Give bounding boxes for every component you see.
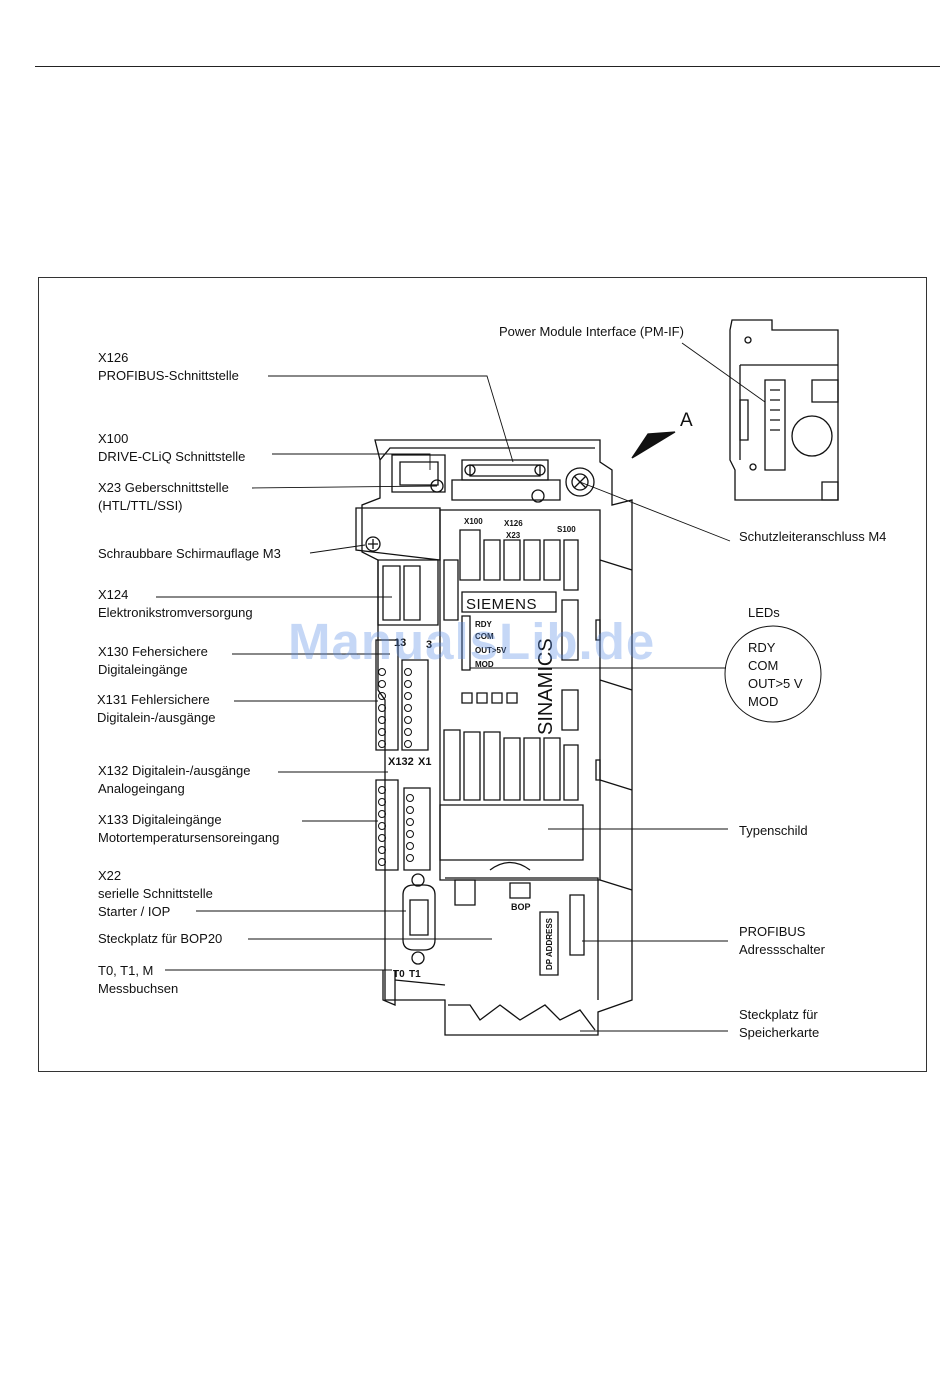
label-pm-interface: Power Module Interface (PM-IF) bbox=[499, 324, 684, 339]
label-leds: LEDs bbox=[748, 605, 780, 620]
watermark-text: ManualsLib.de bbox=[288, 613, 656, 670]
port-s100-label: S100 bbox=[557, 525, 576, 534]
x131-device-label: 3 bbox=[426, 639, 432, 651]
siemens-logo: SIEMENS bbox=[466, 596, 537, 613]
led-callout-circle bbox=[724, 625, 822, 723]
device-led-out: OUT>5V bbox=[475, 646, 507, 655]
sinamics-logo: SINAMICS bbox=[535, 638, 557, 735]
figure-frame bbox=[38, 277, 927, 1072]
bop-device-label: BOP bbox=[511, 902, 531, 912]
label-view-a: A bbox=[680, 410, 693, 431]
port-x100-label: X100 bbox=[464, 517, 483, 526]
label-x23: X23 Geberschnittstelle(HTL/TTL/SSI) bbox=[98, 480, 229, 513]
port-x126-label: X126 bbox=[504, 519, 523, 528]
device-led-rdy: RDY bbox=[475, 620, 493, 629]
port-x23-label: X23 bbox=[506, 531, 521, 540]
label-type-plate: Typenschild bbox=[739, 823, 808, 838]
dp-address-device-label: DP ADDRESS bbox=[545, 917, 554, 970]
device-led-mod: MOD bbox=[475, 660, 494, 669]
t0-device-label: T0 bbox=[393, 969, 405, 980]
x133-device-label: X1 bbox=[418, 756, 431, 768]
label-pe-terminal: Schutzleiteranschluss M4 bbox=[739, 529, 887, 544]
x130-device-label: 13 bbox=[394, 637, 406, 649]
label-shield-clamp: Schraubbare Schirmauflage M3 bbox=[98, 546, 281, 561]
x132-device-label: X132 bbox=[388, 756, 414, 768]
label-bop20-slot: Steckplatz für BOP20 bbox=[98, 931, 223, 946]
device-led-com: COM bbox=[475, 632, 494, 641]
page-top-rule bbox=[35, 66, 940, 67]
t1-device-label: T1 bbox=[409, 969, 421, 980]
